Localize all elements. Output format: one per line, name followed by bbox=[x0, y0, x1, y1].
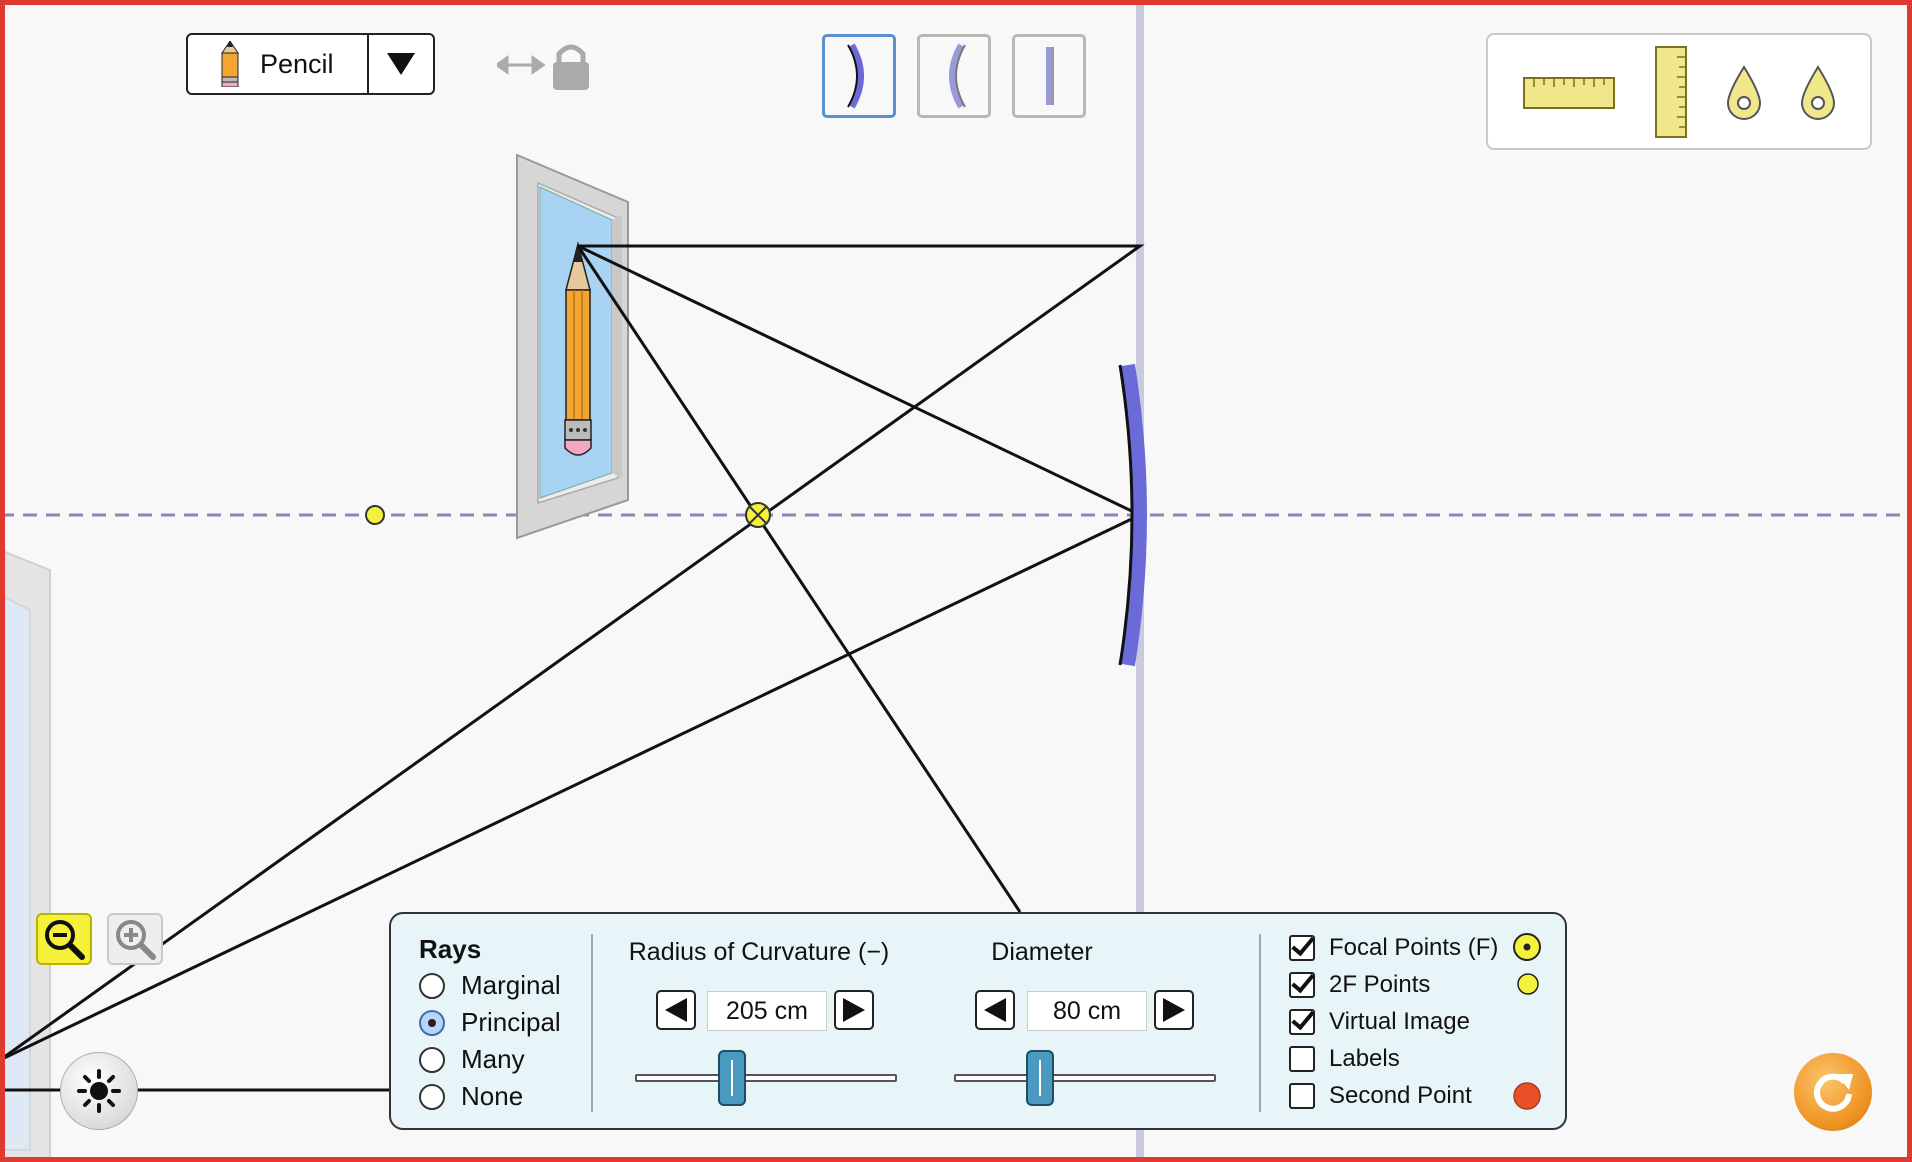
flat-mirror-button[interactable] bbox=[1012, 34, 1086, 118]
horizontal-arrows-icon bbox=[494, 55, 546, 75]
radio-button[interactable] bbox=[419, 1046, 445, 1073]
check-label: Focal Points (F) bbox=[1329, 934, 1499, 961]
radius-decrease-button[interactable] bbox=[656, 990, 696, 1030]
reset-button[interactable] bbox=[1794, 1053, 1872, 1131]
pencil-icon bbox=[210, 35, 250, 93]
triangle-left-icon bbox=[984, 998, 1006, 1022]
ray-option-many[interactable]: Many bbox=[419, 1044, 525, 1075]
check-focal-points[interactable]: Focal Points (F) bbox=[1289, 934, 1498, 962]
toolbox bbox=[1486, 33, 1872, 150]
lock-control[interactable] bbox=[494, 42, 597, 92]
check-2f-points[interactable]: 2F Points bbox=[1289, 971, 1430, 999]
horizontal-ruler-icon[interactable] bbox=[1523, 77, 1615, 109]
diameter-title: Diameter bbox=[991, 938, 1093, 966]
ray-option-label: Marginal bbox=[461, 970, 561, 1000]
diameter-slider-thumb[interactable] bbox=[1026, 1050, 1055, 1106]
concave-mirror-button[interactable] bbox=[822, 34, 896, 118]
radius-title: Radius of Curvature (−) bbox=[628, 938, 890, 966]
divider bbox=[591, 934, 593, 1112]
convex-mirror-icon bbox=[949, 43, 966, 109]
triangle-down-icon[interactable] bbox=[367, 35, 433, 93]
radius-value: 205 cm bbox=[707, 991, 827, 1031]
virtual-image-frame bbox=[0, 548, 51, 1162]
diameter-increase-button[interactable] bbox=[1154, 990, 1194, 1030]
ray-option-none[interactable]: None bbox=[419, 1081, 523, 1112]
check-virtual-image[interactable]: Virtual Image bbox=[1289, 1008, 1470, 1036]
control-panel: Rays Marginal Principal Many None Radius… bbox=[389, 912, 1567, 1130]
object-selector[interactable]: Pencil bbox=[186, 33, 435, 95]
triangle-right-icon bbox=[843, 998, 865, 1022]
radius-increase-button[interactable] bbox=[834, 990, 874, 1030]
checkbox[interactable] bbox=[1289, 935, 1315, 961]
object-selector-label: Pencil bbox=[260, 48, 334, 79]
sun-icon bbox=[77, 1069, 121, 1113]
diameter-decrease-button[interactable] bbox=[975, 990, 1015, 1030]
check-label: 2F Points bbox=[1329, 971, 1431, 998]
point-marker-icon[interactable] bbox=[1800, 65, 1836, 120]
diameter-value: 80 cm bbox=[1027, 991, 1147, 1031]
concave-mirror-icon bbox=[847, 43, 864, 109]
checkbox[interactable] bbox=[1289, 1046, 1315, 1072]
rays-title: Rays bbox=[419, 934, 482, 964]
ray-option-marginal[interactable]: Marginal bbox=[419, 970, 561, 1001]
pencil-object[interactable] bbox=[564, 241, 592, 456]
lock-icon bbox=[553, 44, 589, 90]
zoom-out-icon bbox=[45, 920, 85, 960]
radio-button[interactable] bbox=[419, 972, 445, 999]
check-label: Virtual Image bbox=[1329, 1008, 1470, 1035]
flat-mirror-icon bbox=[1046, 47, 1054, 105]
divider bbox=[1259, 934, 1261, 1112]
ray-option-label: None bbox=[461, 1081, 524, 1111]
light-source-button[interactable] bbox=[60, 1052, 138, 1130]
checkbox[interactable] bbox=[1289, 1009, 1315, 1035]
check-second-point[interactable]: Second Point bbox=[1289, 1082, 1472, 1110]
focal-point-legend-icon bbox=[1513, 933, 1541, 961]
radio-button[interactable] bbox=[419, 1083, 445, 1110]
ray-option-principal[interactable]: Principal bbox=[419, 1007, 561, 1038]
check-label: Second Point bbox=[1329, 1082, 1472, 1109]
2f-point[interactable] bbox=[365, 505, 385, 525]
check-labels[interactable]: Labels bbox=[1289, 1045, 1400, 1073]
focal-point[interactable] bbox=[745, 502, 771, 528]
radius-slider-thumb[interactable] bbox=[717, 1050, 746, 1106]
checkbox[interactable] bbox=[1289, 972, 1315, 998]
triangle-left-icon bbox=[665, 998, 687, 1022]
zoom-in-button[interactable] bbox=[107, 913, 163, 965]
radius-slider-track[interactable] bbox=[635, 1074, 897, 1082]
ray-option-label: Many bbox=[461, 1044, 525, 1074]
ray-option-label: Principal bbox=[461, 1007, 561, 1037]
2f-point-legend-icon bbox=[1517, 973, 1539, 995]
zoom-out-button[interactable] bbox=[36, 913, 92, 965]
diameter-slider-track[interactable] bbox=[954, 1074, 1216, 1082]
point-marker-icon[interactable] bbox=[1726, 65, 1762, 120]
second-point-legend-icon bbox=[1513, 1082, 1541, 1110]
check-label: Labels bbox=[1329, 1045, 1400, 1072]
radio-button[interactable] bbox=[419, 1009, 445, 1036]
zoom-in-icon bbox=[116, 920, 156, 960]
concave-mirror[interactable] bbox=[1121, 363, 1147, 667]
vertical-ruler-icon[interactable] bbox=[1655, 46, 1687, 138]
convex-mirror-button[interactable] bbox=[917, 34, 991, 118]
reset-icon bbox=[1814, 1073, 1853, 1112]
checkbox[interactable] bbox=[1289, 1083, 1315, 1109]
triangle-right-icon bbox=[1163, 998, 1185, 1022]
